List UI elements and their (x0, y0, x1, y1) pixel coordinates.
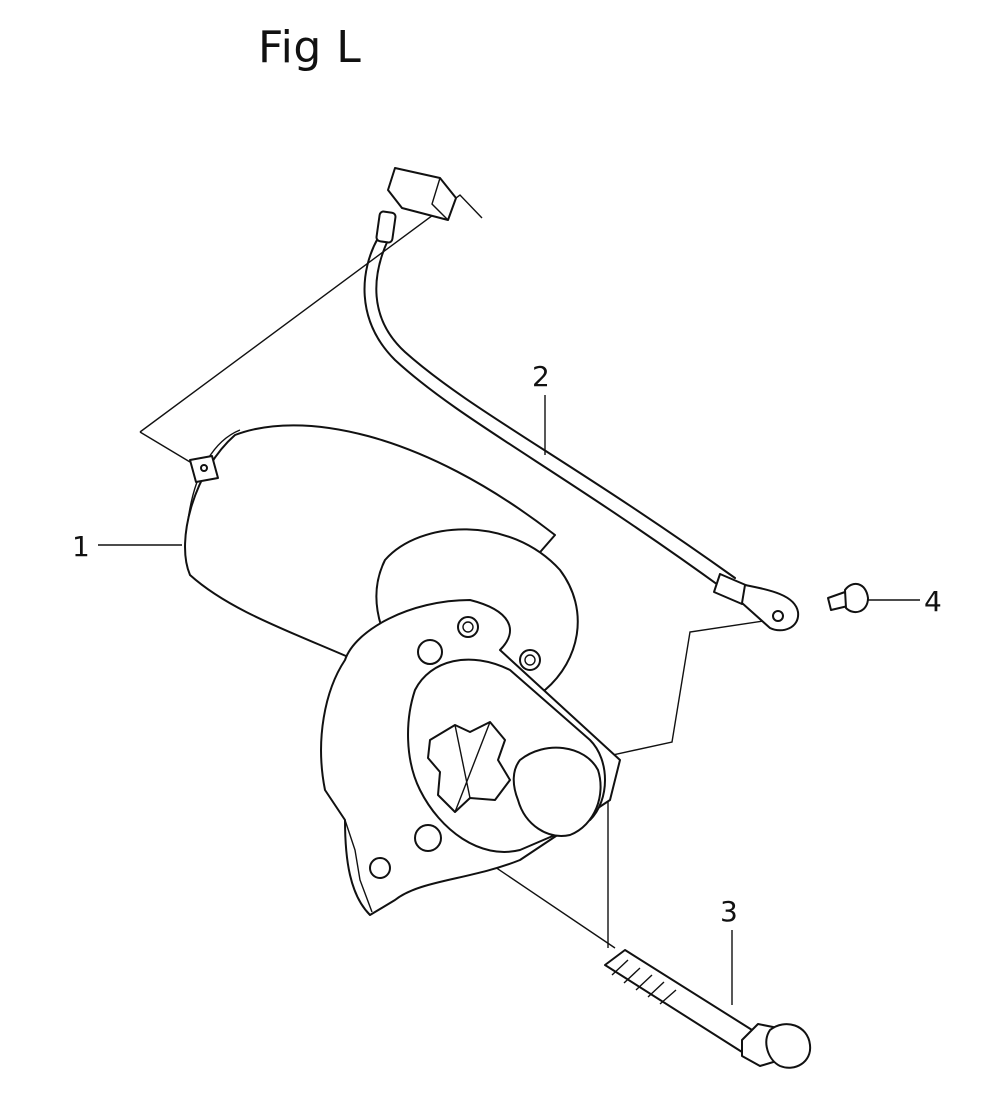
figure-title: Fig L (258, 22, 362, 73)
pinion-gear (427, 721, 511, 813)
starter-cable (363, 167, 800, 632)
terminal-leader-line (589, 619, 771, 761)
starter-motor (184, 424, 621, 916)
flange-hole-lower (414, 824, 442, 852)
flange-hole-foot (369, 857, 391, 879)
terminal-screw (827, 582, 869, 614)
callout-3: 3 (720, 895, 738, 928)
callout-4: 4 (924, 585, 942, 618)
mounting-bolt (604, 949, 812, 1069)
ground-terminal-tab (189, 455, 219, 483)
housing-bolt-hole-b (519, 649, 541, 671)
cable-ring-terminal (741, 584, 800, 632)
flange-hole-upper (417, 639, 443, 665)
wire-routing-bracket-line-b (139, 431, 191, 463)
callout-2: 2 (532, 360, 550, 393)
callout-1: 1 (72, 530, 90, 563)
cable-connector-plug (387, 167, 457, 221)
wire-routing-bracket-line (139, 194, 483, 433)
housing-bolt-hole-a (457, 616, 479, 638)
leader-lines (98, 194, 920, 1005)
